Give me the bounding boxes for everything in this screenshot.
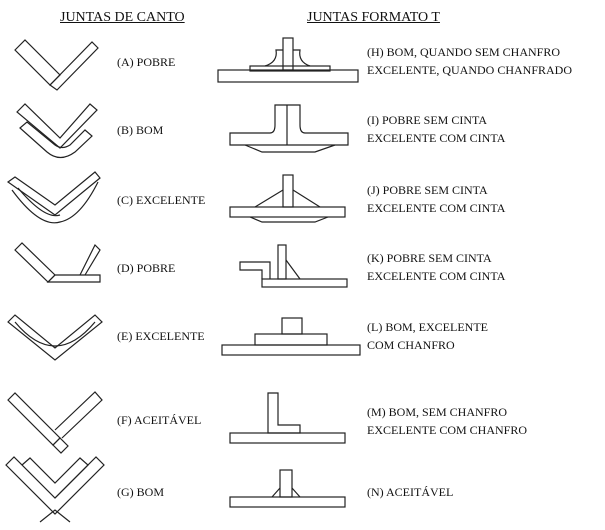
tee-joint-label-line2: EXCELENTE COM CINTA (367, 131, 506, 145)
joint-h-drawing (217, 37, 359, 83)
tee-joint-label-line2: COM CHANFRO (367, 338, 455, 352)
tee-joint-label: (J) POBRE SEM CINTA EXCELENTE COM CINTA (367, 181, 505, 217)
tee-joint-label: (I) POBRE SEM CINTA EXCELENTE COM CINTA (367, 111, 505, 147)
corner-joint-label: (B) BOM (117, 123, 164, 137)
tee-joint-label-line2: EXCELENTE COM CHANFRO (367, 423, 528, 437)
joint-e-drawing (7, 314, 103, 361)
tee-joint-label: (M) BOM, SEM CHANFRO EXCELENTE COM CHANFR… (367, 403, 527, 439)
joint-j-drawing (229, 174, 346, 223)
tee-joint-label-line2: EXCELENTE, QUANDO CHANFRADO (367, 63, 572, 77)
joint-g-drawing (5, 456, 105, 523)
heading-corner-joints: JUNTAS DE CANTO (60, 10, 185, 25)
tee-joint-label-line1: (H) BOM, QUANDO SEM CHANFRO (367, 45, 561, 59)
joint-c-drawing (6, 171, 101, 224)
corner-joint-label: (D) POBRE (117, 261, 176, 275)
tee-joint-label-line1: (M) BOM, SEM CHANFRO (367, 405, 508, 419)
tee-joint-label-line1: (J) POBRE SEM CINTA (367, 183, 488, 197)
tee-joint-label: (H) BOM, QUANDO SEM CHANFRO EXCELENTE, QU… (367, 43, 572, 79)
corner-joint-label: (C) EXCELENTE (117, 193, 206, 207)
corner-joint-label: (E) EXCELENTE (117, 329, 205, 343)
corner-joint-label: (G) BOM (117, 485, 164, 499)
tee-joint-label-line1: (I) POBRE SEM CINTA (367, 113, 488, 127)
joint-k-drawing (239, 244, 348, 288)
joint-b-drawing (16, 103, 98, 159)
joint-m-drawing (229, 392, 346, 444)
tee-joint-label: (N) ACEITÁVEL (367, 483, 453, 501)
joint-d-drawing (14, 242, 101, 283)
tee-joint-label-line1: (K) POBRE SEM CINTA (367, 251, 492, 265)
joint-l-drawing (221, 317, 361, 356)
joint-f-drawing (7, 391, 103, 454)
joint-a-drawing (14, 39, 99, 91)
joint-i-drawing (229, 104, 349, 153)
tee-joint-label-line1: (N) ACEITÁVEL (367, 485, 454, 499)
tee-joint-label: (K) POBRE SEM CINTA EXCELENTE COM CINTA (367, 249, 505, 285)
tee-joint-label: (L) BOM, EXCELENTE COM CHANFRO (367, 318, 488, 354)
corner-joint-label: (A) POBRE (117, 55, 176, 69)
joint-n-drawing (229, 469, 346, 508)
tee-joint-label-line1: (L) BOM, EXCELENTE (367, 320, 488, 334)
tee-joint-label-line2: EXCELENTE COM CINTA (367, 269, 506, 283)
corner-joint-label: (F) ACEITÁVEL (117, 413, 202, 427)
heading-tee-joints: JUNTAS FORMATO T (307, 10, 440, 25)
tee-joint-label-line2: EXCELENTE COM CINTA (367, 201, 506, 215)
